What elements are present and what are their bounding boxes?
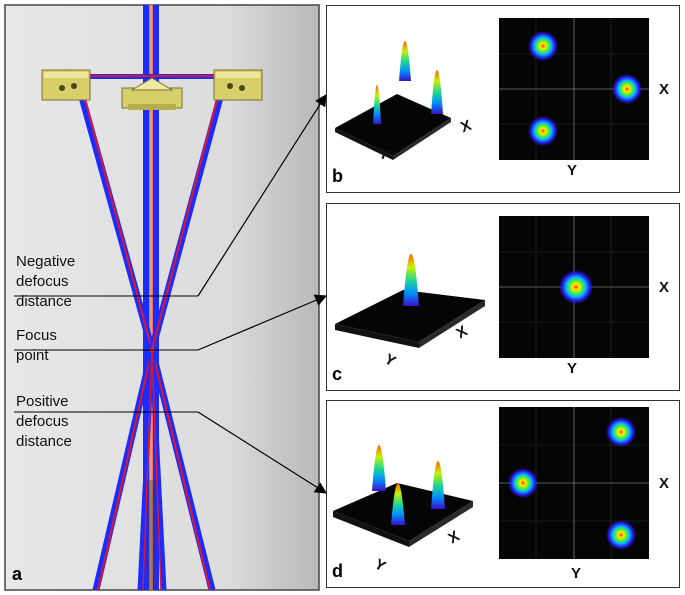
panel-c-letter: c [332,364,343,384]
peak [372,445,386,491]
focus-label-1: Focus [16,327,57,344]
spot [528,31,558,61]
left-beam [76,87,156,591]
peak [403,254,419,306]
panel-d-letter: d [332,561,343,581]
spot [612,74,642,104]
negative-label-3: distance [16,293,72,310]
panel-d-2d-plot [499,407,649,559]
beam-diagram [4,4,320,591]
panel-b-3d-plot [335,41,451,160]
spot [606,417,636,447]
peak [431,461,445,509]
negative-label-2: defocus [16,273,69,290]
panel-c-2d-plot [499,216,649,358]
panel-b: X Y X Y b [326,5,680,193]
panel-b-letter: b [332,166,343,186]
top-bar [60,74,260,79]
left-mount [41,69,91,101]
panel-d-3d-plot [333,445,473,547]
panel-d: X Y X Y d [326,400,680,588]
panel-c-axis-x: X [659,279,670,296]
spot [528,116,558,146]
arrow-to-b [197,93,327,297]
panel-b-2d-plot [499,18,649,160]
positive-label-1: Positive [16,393,69,410]
panel-a-letter: a [12,564,23,584]
panel-b-axis-x: X [659,81,670,98]
arrow-to-c [197,294,328,351]
panel-d-axis-y: Y [571,565,582,582]
right-beam [148,87,226,591]
arrow-to-d [197,411,328,494]
center-mount [121,77,183,110]
panel-c-3d-plot [335,254,485,348]
positive-label-2: defocus [16,413,69,430]
panel-c-axis-y: Y [567,360,578,377]
peak [431,70,443,114]
peak [391,483,405,525]
panel-c: X Y X Y c [326,203,680,391]
panel-d-axis-x: X [659,475,670,492]
right-mount [213,69,263,101]
negative-label-1: Negative [16,253,76,270]
positive-label-3: distance [16,433,72,450]
focus-label-2: point [16,347,49,364]
peak [399,41,411,81]
peak [373,85,381,124]
spot [508,468,538,498]
center-beam-lower [137,349,167,591]
spot [606,520,636,550]
panel-b-axis-y: Y [567,162,578,179]
spot [559,270,593,304]
